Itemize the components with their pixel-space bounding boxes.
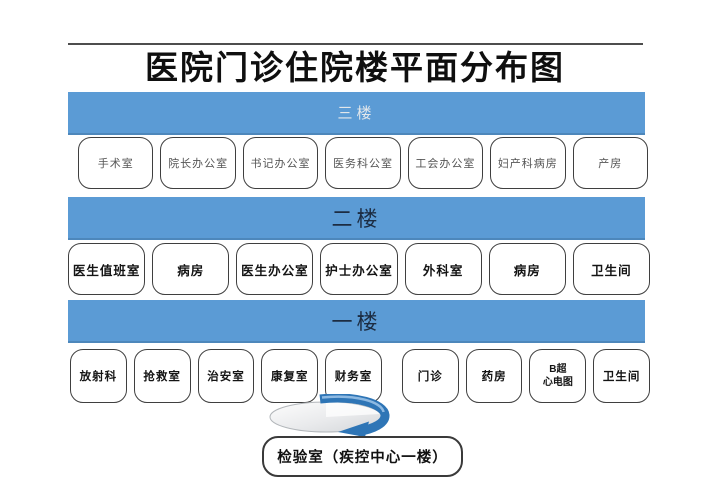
floor-3-label: 三楼 [337, 105, 376, 122]
room-box: 病房 [152, 243, 230, 295]
room-box: 抢救室 [133, 349, 191, 403]
floor-2-rooms: 医生值班室 病房 医生办公室 护士办公室 外科室 病房 卫生间 [68, 243, 650, 295]
lab-annotation-box: 检验室（疾控中心一楼） [262, 436, 463, 477]
floor-3-rooms: 手术室 院长办公室 书记办公室 医务科公室 工会办公室 妇产科病房 产房 [78, 137, 648, 189]
floor-1-rooms: 放射科 抢救室 治安室 康复室 财务室 门诊 药房 B超 心电图 卫生间 [70, 349, 651, 403]
floor-2-label: 二楼 [331, 207, 382, 231]
room-box: 药房 [465, 349, 523, 403]
page-title: 医院门诊住院楼平面分布图 [145, 49, 565, 86]
room-box: 工会办公室 [407, 137, 484, 189]
floor-banner-1: 一楼 [68, 300, 645, 343]
room-box: 外科室 [404, 243, 482, 295]
room-box: 医生办公室 [236, 243, 314, 295]
room-box: 治安室 [197, 349, 255, 403]
floor-banner-3: 三楼 [68, 92, 645, 135]
room-box: 书记办公室 [242, 137, 319, 189]
room-box: 手术室 [78, 137, 154, 189]
floor-1-label: 一楼 [331, 310, 382, 334]
room-box: 卫生间 [593, 349, 651, 403]
room-box: 卫生间 [572, 243, 650, 295]
room-box: B超 心电图 [529, 349, 587, 403]
room-box: 门诊 [401, 349, 459, 403]
floor-banner-2: 二楼 [68, 197, 645, 240]
room-box: 放射科 [70, 349, 127, 403]
top-divider [68, 43, 643, 45]
curved-rotation-arrow-icon [269, 394, 390, 437]
room-box: 院长办公室 [160, 137, 236, 189]
room-box: 康复室 [261, 349, 319, 403]
room-box: 病房 [488, 243, 566, 295]
room-box: 医生值班室 [68, 243, 146, 295]
room-box: 医务科公室 [325, 137, 401, 189]
room-box: 妇产科病房 [490, 137, 566, 189]
room-box: 产房 [572, 137, 648, 189]
room-box: 护士办公室 [320, 243, 398, 295]
